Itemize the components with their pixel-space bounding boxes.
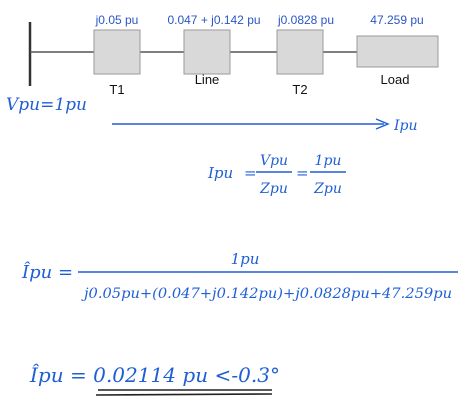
- current-arrow-head: [375, 118, 390, 130]
- eq2-denominator: j0.05pu+(0.047+j0.142pu)+j0.0828pu+47.25…: [81, 286, 452, 302]
- t1-value: j0.05 pu: [95, 13, 139, 27]
- eq1-frac1-num: Vpu: [260, 153, 288, 169]
- load-label: Load: [381, 72, 410, 87]
- equation-1: Ipu = Vpu Zpu = 1pu Zpu: [207, 153, 346, 197]
- t1-box: [93, 29, 141, 75]
- eq2-numerator: 1pu: [231, 250, 260, 268]
- eq3-text: Îpu = 0.02114 pu <-0.3°: [29, 363, 280, 387]
- t2-value: j0.0828 pu: [277, 13, 334, 27]
- source-voltage-label: Vpu=1pu: [6, 95, 87, 115]
- eq1-frac2-num: 1pu: [315, 153, 342, 169]
- eq1-equals-1: =: [244, 164, 257, 182]
- eq1-lhs: Ipu: [207, 164, 233, 182]
- eq2-lhs: Îpu =: [21, 260, 73, 283]
- line-value: 0.047 + j0.142 pu: [167, 13, 260, 27]
- t2-box: [276, 29, 324, 75]
- eq1-frac1-den: Zpu: [259, 181, 288, 197]
- line-label: Line: [195, 72, 220, 87]
- result-underline-2: [95, 393, 273, 396]
- eq1-equals-2: =: [296, 164, 309, 182]
- current-label: Ipu: [393, 118, 418, 134]
- t1-label: T1: [109, 82, 124, 97]
- equation-2: Îpu = 1pu j0.05pu+(0.047+j0.142pu)+j0.08…: [21, 250, 458, 302]
- equation-3-result: Îpu = 0.02114 pu <-0.3°: [29, 363, 280, 396]
- line-box: [183, 29, 231, 75]
- eq1-frac2-den: Zpu: [313, 181, 342, 197]
- load-box: [356, 35, 439, 68]
- t2-label: T2: [292, 82, 307, 97]
- load-value: 47.259 pu: [370, 13, 423, 27]
